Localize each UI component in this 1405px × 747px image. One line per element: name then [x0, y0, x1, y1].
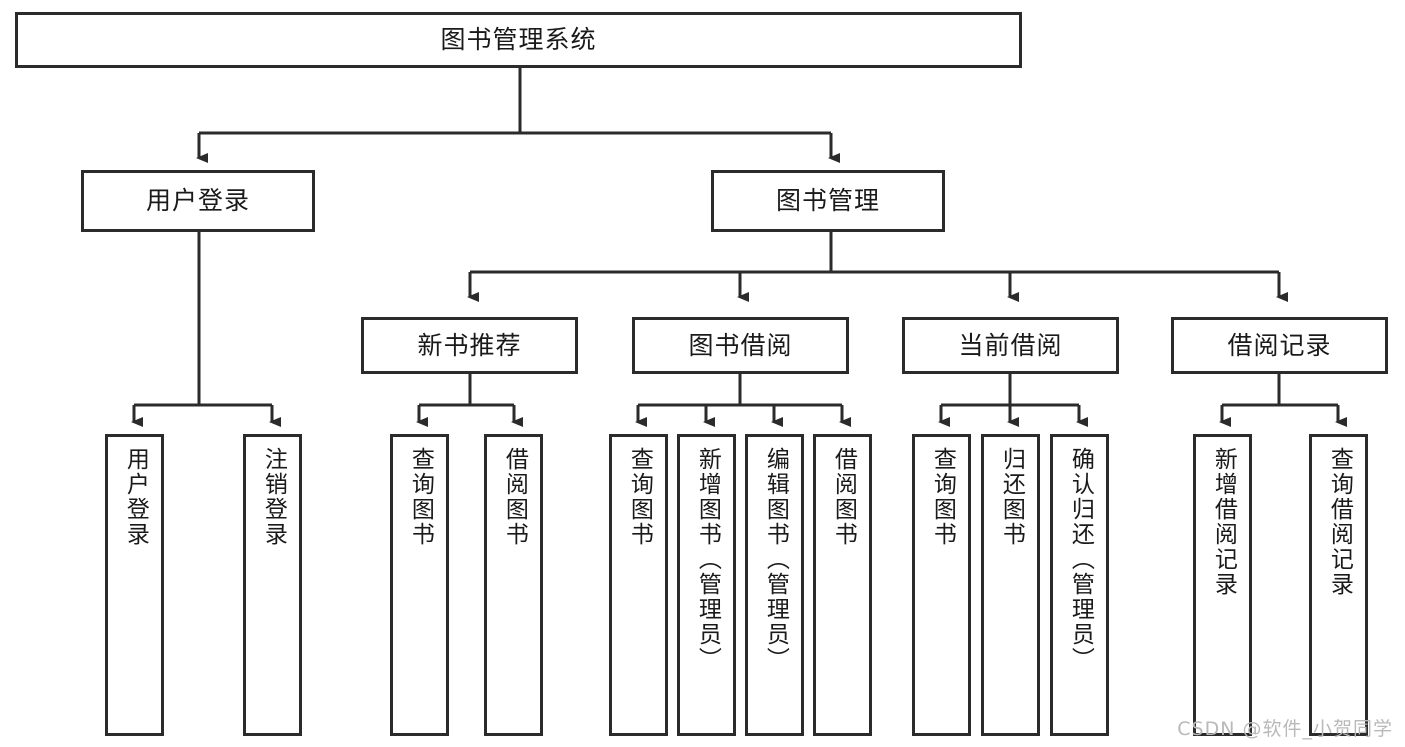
node-leaf-return-book[interactable]: 归还图书	[981, 434, 1040, 736]
node-leaf-borrow-book-recommend[interactable]: 借阅图书	[484, 434, 543, 736]
node-book-borrow[interactable]: 图书借阅	[632, 317, 849, 374]
node-label: 查询图书	[929, 447, 956, 547]
node-leaf-edit-book[interactable]: 编辑图书（管理员）	[745, 434, 804, 736]
node-leaf-query-book-recommend[interactable]: 查询图书	[390, 434, 449, 736]
node-label: 图书管理	[775, 186, 880, 216]
node-label: 查询图书	[407, 447, 434, 547]
node-borrow-record[interactable]: 借阅记录	[1171, 317, 1388, 374]
node-leaf-query-book-borrow[interactable]: 查询图书	[609, 434, 668, 736]
node-label: 当前借阅	[958, 330, 1063, 360]
node-current-borrow[interactable]: 当前借阅	[902, 317, 1119, 374]
node-user-login[interactable]: 用户登录	[81, 170, 315, 232]
node-label: 借阅记录	[1227, 330, 1332, 360]
node-label: 新增图书（管理员）	[694, 447, 721, 672]
node-root-system[interactable]: 图书管理系统	[15, 12, 1022, 68]
node-leaf-confirm-return[interactable]: 确认归还（管理员）	[1050, 434, 1109, 736]
node-leaf-add-book[interactable]: 新增图书（管理员）	[677, 434, 736, 736]
node-leaf-user-login[interactable]: 用户登录	[105, 434, 164, 736]
node-label: 图书管理系统	[440, 25, 597, 55]
node-label: 归还图书	[998, 447, 1025, 547]
node-leaf-query-borrow-record[interactable]: 查询借阅记录	[1309, 434, 1368, 736]
node-label: 用户登录	[122, 447, 149, 547]
node-label: 编辑图书（管理员）	[762, 447, 789, 672]
node-label: 借阅图书	[501, 447, 528, 547]
node-label: 借阅图书	[830, 447, 857, 547]
node-leaf-query-book-current[interactable]: 查询图书	[912, 434, 971, 736]
csdn-watermark: CSDN @软件_小贺同学	[1177, 718, 1393, 740]
node-leaf-borrow-book[interactable]: 借阅图书	[813, 434, 872, 736]
node-label: 确认归还（管理员）	[1067, 447, 1094, 672]
node-label: 注销登录	[260, 447, 287, 547]
node-label: 用户登录	[145, 186, 250, 216]
node-label: 查询借阅记录	[1326, 447, 1353, 597]
node-leaf-add-borrow-record[interactable]: 新增借阅记录	[1193, 434, 1252, 736]
node-new-book-recommend[interactable]: 新书推荐	[361, 317, 578, 374]
node-label: 查询图书	[626, 447, 653, 547]
node-label: 新增借阅记录	[1210, 447, 1237, 597]
node-label: 图书借阅	[688, 330, 793, 360]
node-leaf-logout-login[interactable]: 注销登录	[243, 434, 302, 736]
node-label: 新书推荐	[417, 330, 522, 360]
node-book-management[interactable]: 图书管理	[711, 170, 945, 232]
